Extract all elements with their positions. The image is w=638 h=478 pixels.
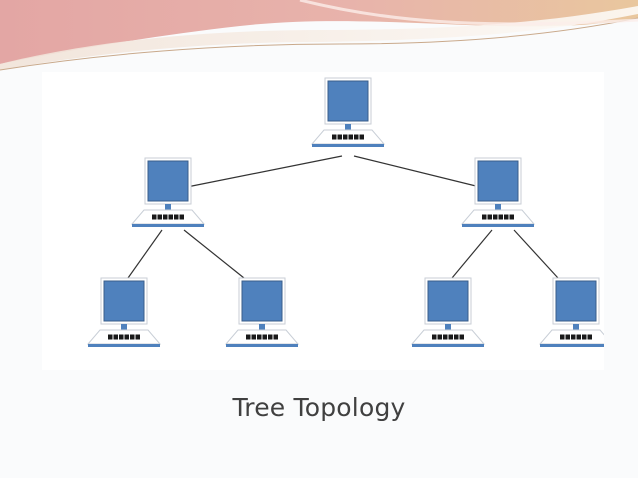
keyboard-key: [582, 334, 587, 340]
link-root-left-hub: [181, 155, 343, 189]
keyboard-key: [587, 334, 592, 340]
keyboard-strip: [226, 344, 298, 347]
keyboard-keys-area: [106, 333, 142, 341]
monitor-screen: [327, 80, 369, 122]
keyboard-key: [337, 134, 342, 140]
keyboard-key: [246, 334, 251, 340]
keyboard-key: [576, 334, 581, 340]
keyboard-key: [130, 334, 135, 340]
keyboard-key: [251, 334, 256, 340]
keyboard-keys-area: [558, 333, 594, 341]
keyboard-key: [152, 214, 157, 220]
monitor-stand: [121, 324, 127, 330]
keyboard-key: [262, 334, 267, 340]
keyboard-keys-area: [480, 213, 516, 221]
link-left-hub-leaf-2: [183, 229, 245, 279]
keyboard-key: [343, 134, 348, 140]
computer-icon-root: [310, 77, 386, 147]
keyboard-keys-area: [244, 333, 280, 341]
keyboard-strip: [462, 224, 534, 227]
monitor-screen: [147, 160, 189, 202]
keyboard-key: [135, 334, 140, 340]
keyboard-key: [124, 334, 129, 340]
keyboard-key: [348, 134, 353, 140]
header-accent-line-2: [299, 0, 638, 26]
links-layer: [127, 155, 559, 279]
keyboard-strip: [132, 224, 204, 227]
keyboard-key: [443, 334, 448, 340]
slide-caption: Tree Topology: [232, 393, 406, 422]
keyboard-key: [565, 334, 570, 340]
computer-icon-leaf-1: [86, 277, 162, 347]
header-band: [0, 0, 638, 64]
keyboard-strip: [540, 344, 604, 347]
monitor-stand: [165, 204, 171, 210]
tree-topology-diagram: [86, 77, 604, 347]
monitor-screen: [427, 280, 469, 322]
keyboard-keys-area: [430, 333, 466, 341]
keyboard-key: [498, 214, 503, 220]
computer-icon-left-hub: [130, 157, 206, 227]
keyboard-strip: [312, 144, 384, 147]
computer-icon-right-hub: [460, 157, 536, 227]
keyboard-key: [168, 214, 173, 220]
keyboard-key: [157, 214, 162, 220]
keyboard-key: [174, 214, 179, 220]
link-root-right-hub: [353, 155, 485, 189]
monitor-stand: [573, 324, 579, 330]
link-left-hub-leaf-1: [127, 229, 163, 279]
keyboard-key: [482, 214, 487, 220]
keyboard-key: [432, 334, 437, 340]
keyboard-strip: [412, 344, 484, 347]
monitor-stand: [495, 204, 501, 210]
link-right-hub-leaf-3: [451, 229, 493, 279]
keyboard-key: [504, 214, 509, 220]
keyboard-key: [108, 334, 113, 340]
keyboard-key: [179, 214, 184, 220]
monitor-stand: [259, 324, 265, 330]
monitor-screen: [103, 280, 145, 322]
keyboard-keys-area: [150, 213, 186, 221]
computer-icon-leaf-2: [224, 277, 300, 347]
keyboard-strip: [88, 344, 160, 347]
keyboard-key: [359, 134, 364, 140]
keyboard-key: [454, 334, 459, 340]
slide-header-decoration: [0, 0, 638, 71]
diagram-panel: [42, 72, 604, 370]
computer-icon-leaf-3: [410, 277, 486, 347]
keyboard-key: [257, 334, 262, 340]
link-right-hub-leaf-4: [513, 229, 559, 279]
keyboard-key: [437, 334, 442, 340]
monitor-screen: [241, 280, 283, 322]
monitor-stand: [345, 124, 351, 130]
keyboard-key: [571, 334, 576, 340]
keyboard-key: [332, 134, 337, 140]
keyboard-key: [273, 334, 278, 340]
keyboard-key: [119, 334, 124, 340]
keyboard-key: [509, 214, 514, 220]
monitor-screen: [555, 280, 597, 322]
keyboard-key: [560, 334, 565, 340]
keyboard-keys-area: [330, 133, 366, 141]
keyboard-key: [113, 334, 118, 340]
keyboard-key: [268, 334, 273, 340]
nodes-layer: [86, 77, 604, 347]
header-accent-line: [0, 17, 638, 71]
header-swoosh: [0, 6, 638, 70]
keyboard-key: [163, 214, 168, 220]
monitor-screen: [477, 160, 519, 202]
keyboard-key: [459, 334, 464, 340]
keyboard-key: [448, 334, 453, 340]
keyboard-key: [354, 134, 359, 140]
keyboard-key: [487, 214, 492, 220]
monitor-stand: [445, 324, 451, 330]
keyboard-key: [493, 214, 498, 220]
computer-icon-leaf-4: [538, 277, 604, 347]
